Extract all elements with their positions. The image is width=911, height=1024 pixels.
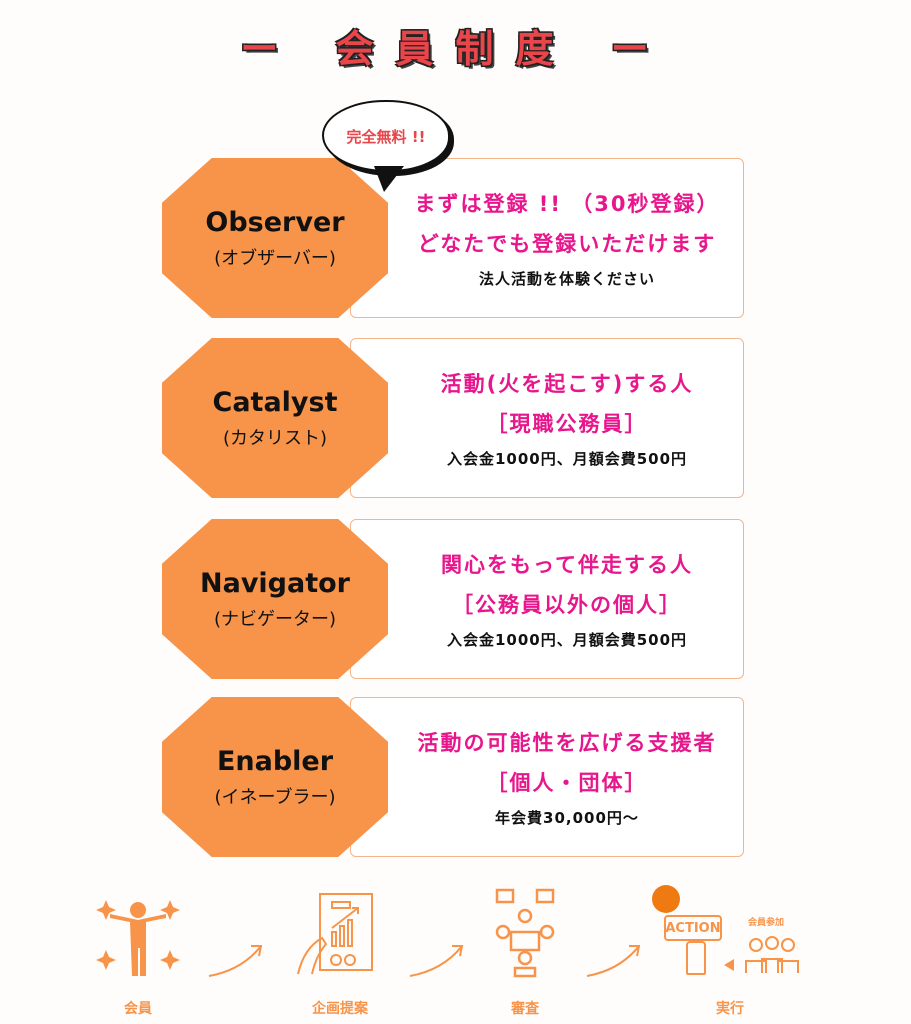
group-people-icon (745, 936, 799, 973)
tier-line1: 関心をもって伴走する人 (441, 552, 693, 577)
tier-line1: 活動(火を起こす)する人 (440, 371, 694, 396)
step-review: 審査 (465, 885, 585, 1018)
triangle-left-icon (724, 959, 734, 971)
presentation-chart-icon (280, 885, 400, 980)
tier-name: Navigator (200, 567, 350, 599)
tier-observer: Observer (オブザーバー) まずは登録 !! （30秒登録） どなたでも登録… (162, 158, 744, 318)
tier-enabler: Enabler (イネーブラー) 活動の可能性を広げる支援者 ［個人・団体］ 年会費3… (162, 697, 744, 857)
tier-line3: 法人活動を体験ください (478, 269, 655, 288)
tier-kana: (カタリスト) (222, 427, 328, 449)
action-button-icon: ACTION (664, 915, 722, 941)
mascot-icon (652, 885, 680, 913)
tier-name: Observer (205, 206, 345, 238)
tier-line1: 活動の可能性を広げる支援者 (417, 730, 717, 755)
tier-line2: ［個人・団体］ (486, 770, 648, 795)
tier-line2: どなたでも登録いただけます (417, 231, 717, 256)
tier-card: まずは登録 !! （30秒登録） どなたでも登録いただけます法人活動を体験ください (350, 158, 744, 318)
tier-navigator: Navigator (ナビゲーター) 関心をもって伴走する人 ［公務員以外の個人］ 入… (162, 519, 744, 679)
tier-kana: (イネーブラー) (214, 786, 336, 808)
step-proposal: 企画提案 (280, 885, 400, 1018)
tier-kana: (ナビゲーター) (213, 608, 337, 630)
step-label: 審査 (511, 1001, 539, 1017)
tier-card: 活動(火を起こす)する人 ［現職公務員］ 入会金1000円、月額会費500円 (350, 338, 744, 498)
step-member: 会員 (78, 885, 198, 1018)
hand-pointer-icon (686, 941, 706, 975)
tier-line2: ［現職公務員］ (486, 411, 648, 436)
tier-name: Enabler (216, 745, 334, 777)
process-flow: 会員 企画提案 審査 ACTION 会員参加 実行 (0, 885, 911, 1024)
step-label: 会員 (124, 1001, 152, 1017)
tier-badge: Observer (オブザーバー) (162, 158, 388, 318)
page-title: ー 会員制度 ー (240, 27, 671, 71)
step-label: 実行 (716, 1001, 744, 1017)
tier-name: Catalyst (212, 386, 338, 418)
tier-badge: Enabler (イネーブラー) (162, 697, 388, 857)
meeting-icon (465, 885, 585, 980)
tier-catalyst: Catalyst (カタリスト) 活動(火を起こす)する人 ［現職公務員］ 入会金10… (162, 338, 744, 498)
free-badge-text: 完全無料 !! (346, 127, 426, 146)
tier-line3: 年会費30,000円～ (495, 808, 639, 827)
tier-card: 活動の可能性を広げる支援者 ［個人・団体］ 年会費30,000円～ (350, 697, 744, 857)
step-label: 企画提案 (312, 1001, 368, 1017)
tier-badge: Navigator (ナビゲーター) (162, 519, 388, 679)
arrow-icon (208, 945, 263, 977)
tier-line1: まずは登録 !! （30秒登録） (414, 191, 720, 216)
arrow-icon (409, 945, 464, 977)
free-speech-bubble: 完全無料 !! (322, 100, 450, 192)
tier-card: 関心をもって伴走する人 ［公務員以外の個人］ 入会金1000円、月額会費500円 (350, 519, 744, 679)
tier-line3: 入会金1000円、月額会費500円 (446, 449, 688, 468)
person-sparkle-icon (78, 885, 198, 980)
action-icon-group: ACTION 会員参加 (640, 885, 820, 980)
tier-kana: (オブザーバー) (214, 247, 336, 269)
tier-badge: Catalyst (カタリスト) (162, 338, 388, 498)
step-execute: ACTION 会員参加 実行 (640, 885, 820, 1018)
tier-line2: ［公務員以外の個人］ (452, 592, 682, 617)
arrow-icon (586, 945, 641, 977)
join-label: 会員参加 (748, 918, 785, 928)
tier-line3: 入会金1000円、月額会費500円 (446, 630, 688, 649)
